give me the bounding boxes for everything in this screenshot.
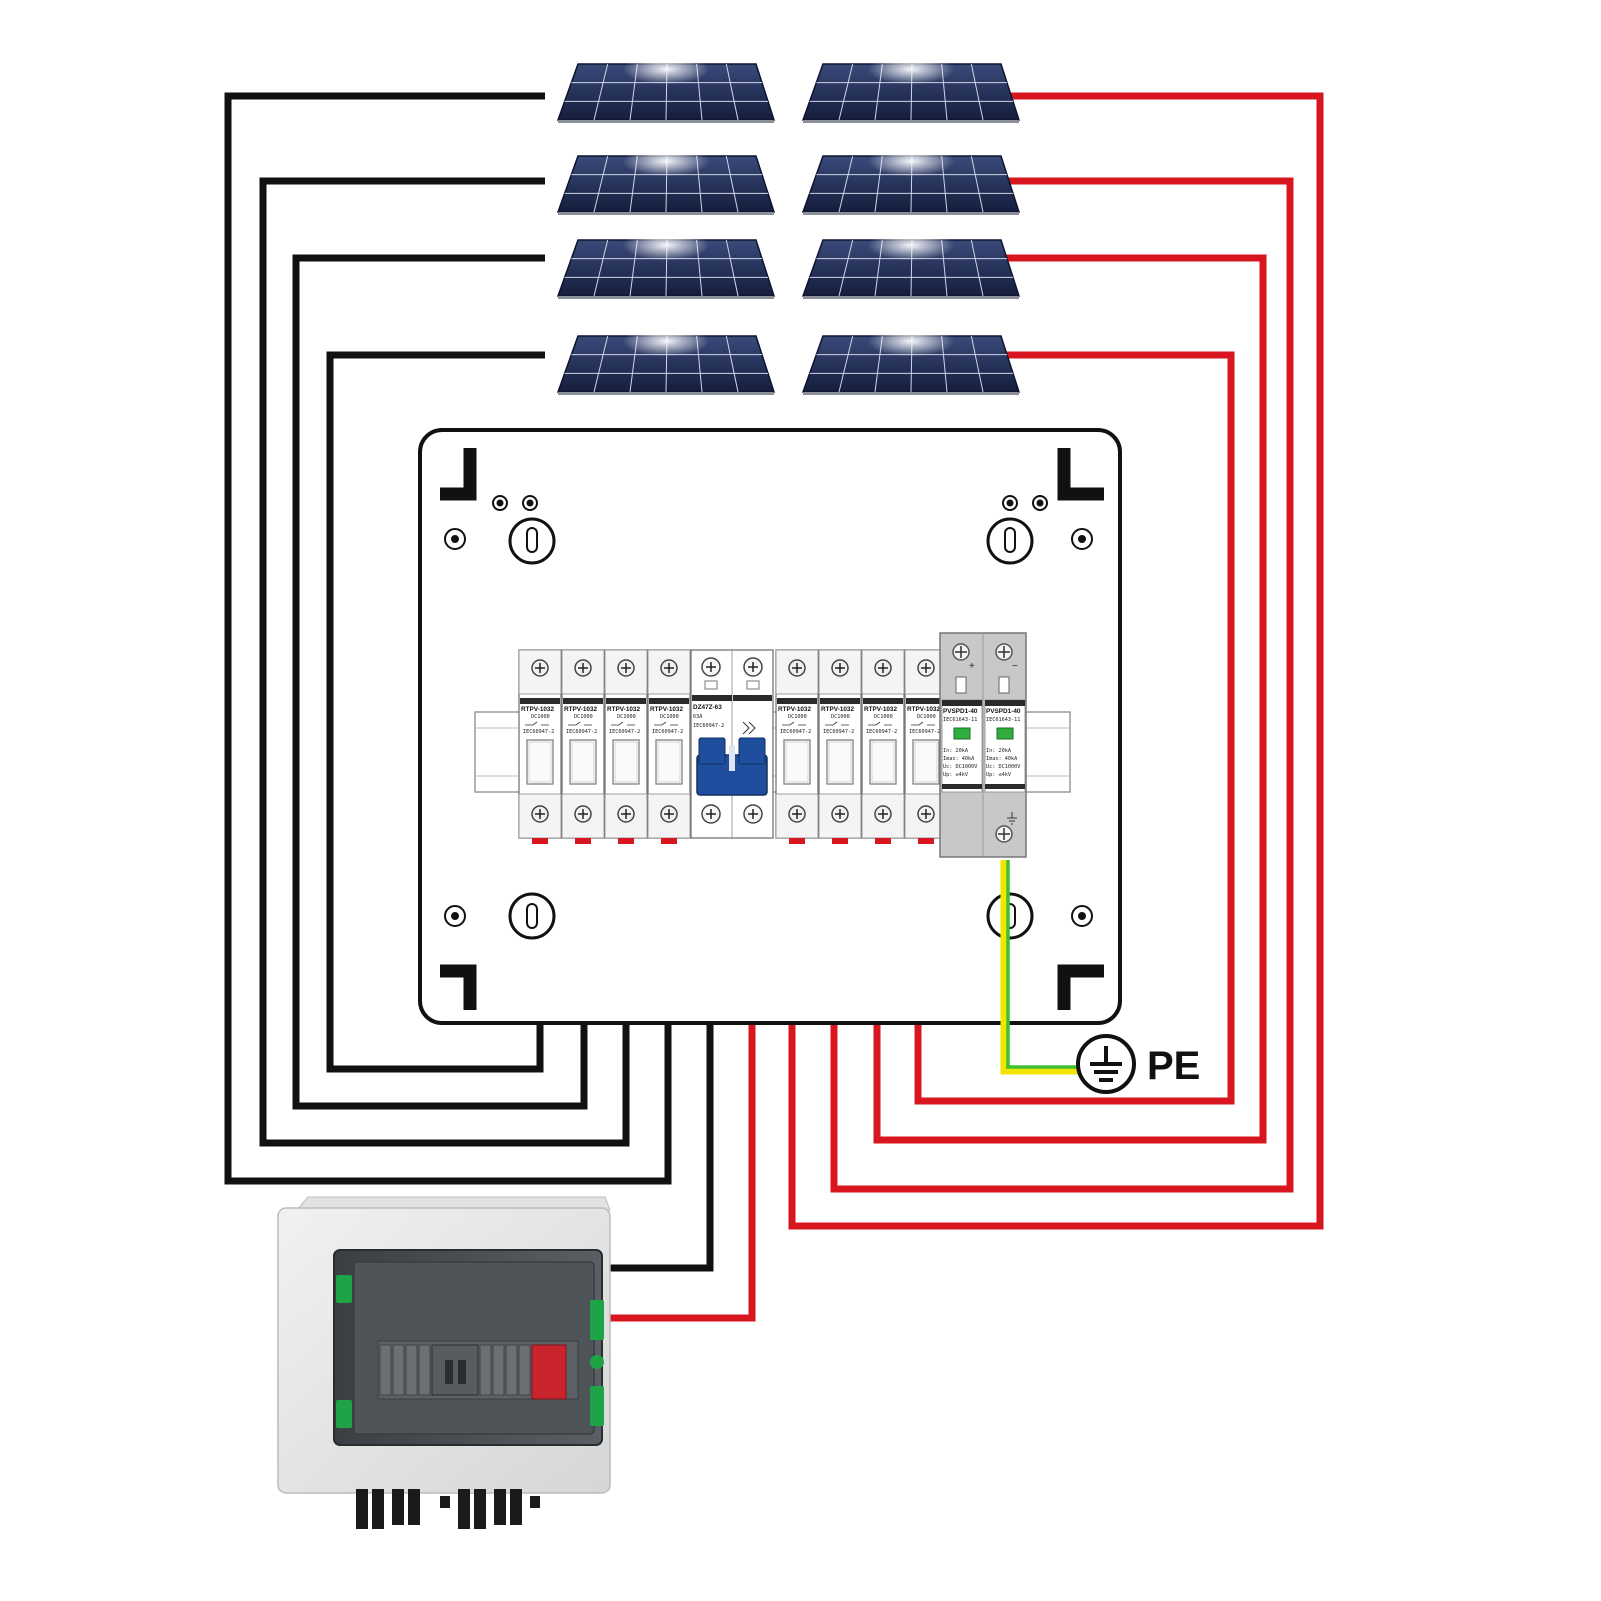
breaker-rating-label: DC1000 bbox=[788, 714, 807, 720]
main-switch-standard: IEC60947-2 bbox=[693, 723, 724, 729]
solar-panel bbox=[801, 232, 1021, 299]
solar-panel bbox=[556, 232, 776, 299]
breaker-rating-label: DC1000 bbox=[531, 714, 550, 720]
mount-hole bbox=[1071, 905, 1093, 927]
breaker-rating-label: DC1000 bbox=[574, 714, 593, 720]
breaker-standard-label: IEC60947-2 bbox=[823, 729, 854, 735]
ground-icon bbox=[1076, 1034, 1136, 1094]
breaker-rating-label: DC1000 bbox=[831, 714, 850, 720]
surge-protection-device: + − PVSPD1-40 PVSPD1-40 IEC61643-11 IEC6… bbox=[939, 632, 1027, 858]
combiner-box-breaker-row bbox=[377, 1340, 579, 1400]
breaker-standard-label: IEC60947-2 bbox=[523, 729, 554, 735]
spd-model-left: PVSPD1-40 bbox=[943, 708, 978, 715]
spd-spec-line: Imax: 40kA bbox=[943, 756, 975, 762]
breaker-model-label: RTPV-1032 bbox=[864, 706, 897, 713]
main-switch-rating: 63A bbox=[693, 714, 703, 720]
breaker-standard-label: IEC60947-2 bbox=[780, 729, 811, 735]
earth-label: PE bbox=[1147, 1044, 1200, 1088]
negative-wire-string-1 bbox=[224, 92, 672, 1185]
breaker-model-label: RTPV-1032 bbox=[650, 706, 683, 713]
spd-spec-line: In: 20kA bbox=[986, 748, 1012, 754]
breaker-standard-label: IEC60947-2 bbox=[609, 729, 640, 735]
positive-wire-string-1 bbox=[788, 92, 1324, 1230]
spd-spec-line: Uc: DC1000V bbox=[986, 764, 1020, 770]
breaker-model-label: RTPV-1032 bbox=[607, 706, 640, 713]
breaker-model-label: RTPV-1032 bbox=[564, 706, 597, 713]
main-dc-isolator-switch[interactable]: DZ47Z-63 63A IEC60947-2 bbox=[690, 649, 774, 839]
breaker-row: RTPV-1032DC1000IEC60947-2RTPV-1032DC1000… bbox=[518, 649, 948, 844]
slot-hole bbox=[508, 517, 556, 565]
spd-spec-line: In: 20kA bbox=[943, 748, 969, 754]
spd-standard-right: IEC61643-11 bbox=[986, 717, 1020, 723]
solar-panel bbox=[801, 56, 1021, 123]
spd-plus-label: + bbox=[969, 661, 975, 672]
spd-model-right: PVSPD1-40 bbox=[986, 708, 1021, 715]
spd-spec-line: Uc: DC1000V bbox=[943, 764, 977, 770]
negative-wire-string-2 bbox=[259, 177, 630, 1147]
mount-hole bbox=[444, 528, 466, 550]
breaker-standard-label: IEC60947-2 bbox=[566, 729, 597, 735]
slot-hole bbox=[986, 892, 1034, 940]
breaker-rating-label: DC1000 bbox=[917, 714, 936, 720]
solar-array bbox=[556, 56, 1021, 395]
breaker-model-label: RTPV-1032 bbox=[521, 706, 554, 713]
slot-hole bbox=[986, 517, 1034, 565]
breaker-standard-label: IEC60947-2 bbox=[652, 729, 683, 735]
solar-panel bbox=[556, 148, 776, 215]
breaker-model-label: RTPV-1032 bbox=[907, 706, 940, 713]
mc4-connectors[interactable] bbox=[356, 1489, 540, 1529]
corner-bracket-tr bbox=[1057, 448, 1104, 501]
breaker-standard-label: IEC60947-2 bbox=[909, 729, 940, 735]
spd-spec-line: Imax: 40kA bbox=[986, 756, 1018, 762]
breaker-model-label: RTPV-1032 bbox=[778, 706, 811, 713]
mount-hole bbox=[444, 905, 466, 927]
spd-spec-line: Up: ≤4kV bbox=[986, 772, 1011, 778]
mount-hole bbox=[1071, 528, 1093, 550]
spd-status-window bbox=[953, 727, 971, 740]
solar-panel bbox=[801, 148, 1021, 215]
combiner-box-spd bbox=[531, 1344, 567, 1400]
spd-earth-symbol bbox=[1007, 812, 1017, 825]
breaker-rating-label: DC1000 bbox=[617, 714, 636, 720]
solar-panel bbox=[556, 56, 776, 123]
slot-hole bbox=[508, 892, 556, 940]
breaker-standard-label: IEC60947-2 bbox=[866, 729, 897, 735]
main-switch-model: DZ47Z-63 bbox=[693, 704, 722, 711]
spd-minus-label: − bbox=[1012, 661, 1018, 672]
corner-bracket-br bbox=[1057, 964, 1104, 1010]
corner-bracket-bl bbox=[440, 964, 477, 1010]
spd-specs-left: In: 20kA Imax: 40kA Uc: DC1000V Up: ≤4kV bbox=[942, 748, 982, 789]
solar-panel bbox=[556, 328, 776, 395]
spd-spec-line: Up: ≤4kV bbox=[943, 772, 968, 778]
breaker-rating-label: DC1000 bbox=[874, 714, 893, 720]
corner-bracket-tl bbox=[440, 448, 477, 501]
switch-symbol-icon bbox=[742, 721, 756, 735]
combiner-box-enclosure bbox=[277, 1196, 611, 1529]
spd-specs-right: In: 20kA Imax: 40kA Uc: DC1000V Up: ≤4kV bbox=[985, 748, 1025, 789]
enclosure-clip[interactable] bbox=[590, 1386, 604, 1426]
enclosure-clip[interactable] bbox=[336, 1275, 352, 1303]
breaker-rating-label: DC1000 bbox=[660, 714, 679, 720]
spd-standard-left: IEC61643-11 bbox=[943, 717, 977, 723]
breaker-model-label: RTPV-1032 bbox=[821, 706, 854, 713]
enclosure-clip[interactable] bbox=[590, 1300, 604, 1340]
positive-wire-string-2 bbox=[830, 177, 1294, 1193]
earth-wire bbox=[1000, 860, 1078, 1075]
solar-panel bbox=[801, 328, 1021, 395]
spd-status-window bbox=[996, 727, 1014, 740]
enclosure-clip[interactable] bbox=[336, 1400, 352, 1428]
positive-wire-string-3 bbox=[873, 254, 1267, 1144]
